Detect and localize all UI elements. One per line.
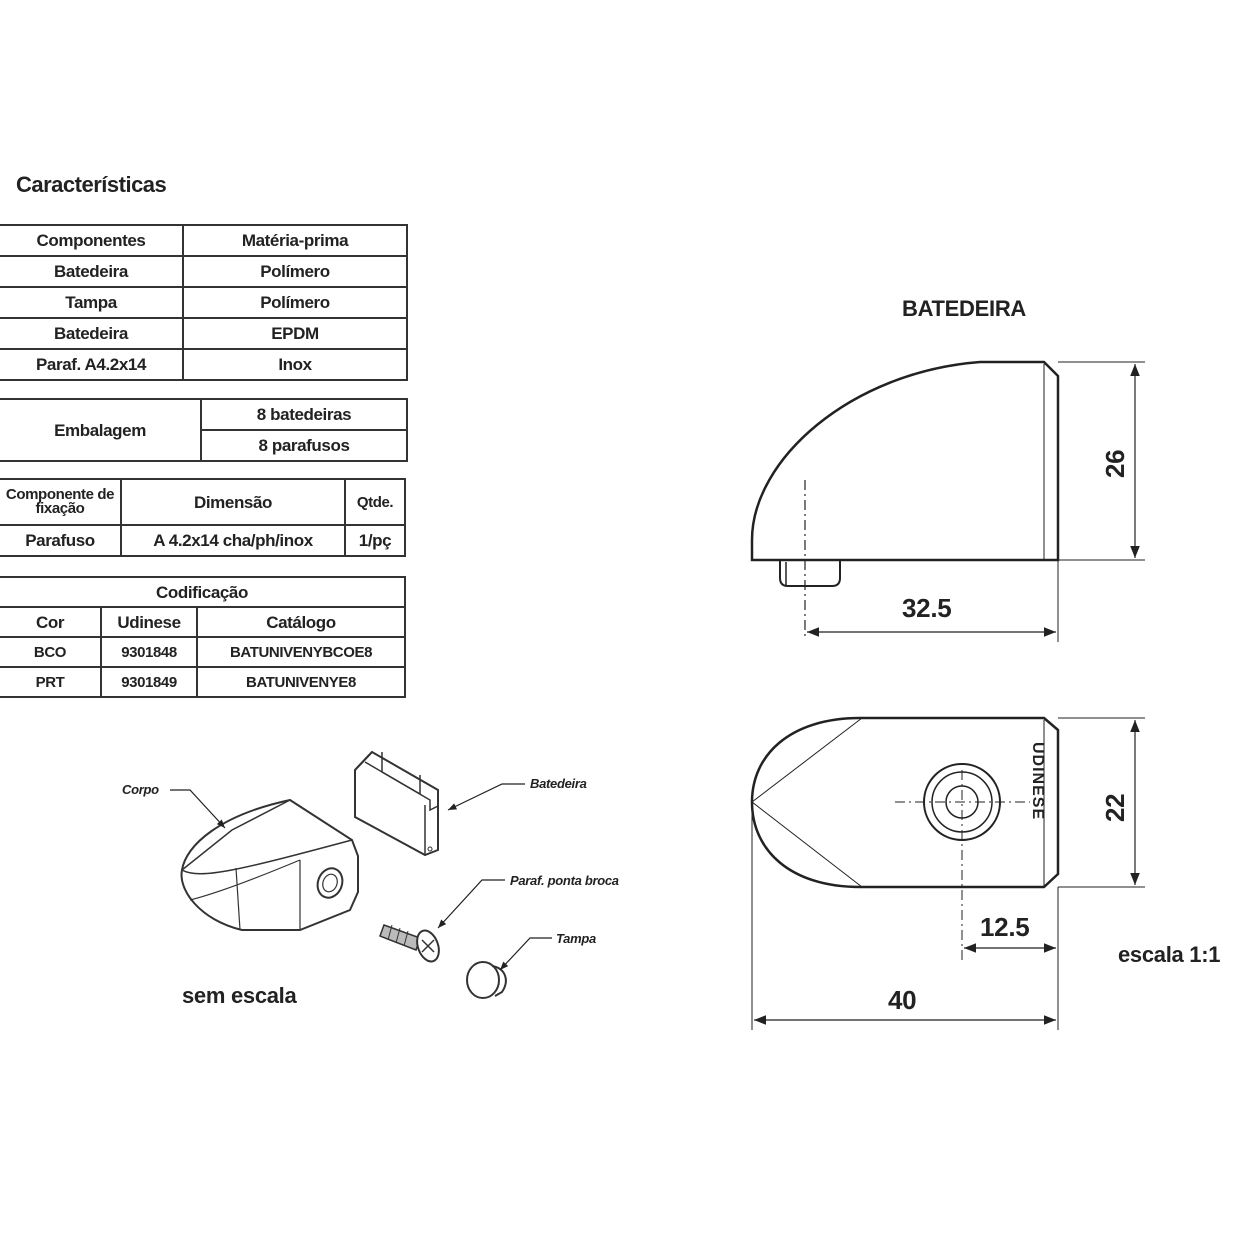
- dimension-height-side: 26: [1100, 449, 1130, 478]
- table-cell: Polímero: [182, 286, 408, 319]
- table-cell: 8 batedeiras: [200, 398, 408, 431]
- screw-part: [379, 924, 440, 963]
- no-scale-note: sem escala: [182, 983, 297, 1008]
- table-cell: PRT: [0, 666, 102, 698]
- drawing-title: BATEDEIRA: [902, 296, 1027, 321]
- dimension-hole-offset: 12.5: [980, 912, 1030, 942]
- label-corpo: Corpo: [122, 782, 159, 797]
- table-header-cell: Matéria-prima: [182, 224, 408, 257]
- table-header-row: Componente de fixação Dimensão Qtde.: [0, 478, 406, 526]
- table-cell: 8 parafusos: [200, 429, 408, 462]
- materials-table: Componentes Matéria-prima Batedeira Polí…: [0, 224, 408, 381]
- table-cell: 9301849: [100, 666, 198, 698]
- table-cell: Parafuso: [0, 524, 122, 557]
- table-cell: EPDM: [182, 317, 408, 350]
- side-view: [750, 360, 1145, 642]
- bumper-part: [354, 750, 439, 857]
- table-row: Embalagem 8 batedeiras: [0, 398, 408, 462]
- fixing-table: Componente de fixação Dimensão Qtde. Par…: [0, 478, 406, 557]
- scale-note: escala 1:1: [1118, 942, 1221, 967]
- table-header-cell: Dimensão: [120, 478, 346, 526]
- coding-table: Codificação Cor Udinese Catálogo BCO 930…: [0, 576, 406, 698]
- table-row: Tampa Polímero: [0, 286, 408, 319]
- table-cell: Batedeira: [0, 255, 184, 288]
- dimension-length-side: 32.5: [902, 593, 952, 623]
- table-header-row: Cor Udinese Catálogo: [0, 606, 406, 638]
- table-cell: Tampa: [0, 286, 184, 319]
- table-cell: 9301848: [100, 636, 198, 668]
- table-header-cell: Componentes: [0, 224, 184, 257]
- body-part: [180, 798, 359, 931]
- table-header-cell: Qtde.: [344, 478, 406, 526]
- table-header-row: Componentes Matéria-prima: [0, 224, 408, 257]
- coding-title: Codificação: [0, 576, 406, 608]
- dimension-height-top: 22: [1100, 793, 1130, 822]
- table-cell: BATUNIVENYBCOE8: [196, 636, 406, 668]
- top-view: [750, 716, 1145, 1030]
- dimension-length-total: 40: [888, 985, 917, 1015]
- label-parafuso: Paraf. ponta broca: [510, 873, 619, 888]
- cap-part: [466, 961, 507, 999]
- table-title-row: Codificação: [0, 576, 406, 608]
- packaging-table: Embalagem 8 batedeiras 8 parafusos: [0, 398, 408, 462]
- table-cell: A 4.2x14 cha/ph/inox: [120, 524, 346, 557]
- label-batedeira: Batedeira: [530, 776, 587, 791]
- table-cell: Polímero: [182, 255, 408, 288]
- table-row: Batedeira Polímero: [0, 255, 408, 288]
- table-cell: BATUNIVENYE8: [196, 666, 406, 698]
- brand-mark: UDINESE: [1029, 742, 1046, 821]
- table-row: Parafuso A 4.2x14 cha/ph/inox 1/pç: [0, 524, 406, 557]
- packaging-label: Embalagem: [0, 398, 202, 462]
- table-row: Paraf. A4.2x14 Inox: [0, 348, 408, 381]
- table-row: Batedeira EPDM: [0, 317, 408, 350]
- table-header-cell: Catálogo: [196, 606, 406, 638]
- table-cell: 1/pç: [344, 524, 406, 557]
- exploded-view: [170, 750, 552, 999]
- table-cell: BCO: [0, 636, 102, 668]
- table-cell: Inox: [182, 348, 408, 381]
- table-cell: Paraf. A4.2x14: [0, 348, 184, 381]
- label-tampa: Tampa: [556, 931, 596, 946]
- table-header-cell: Componente de fixação: [0, 478, 122, 526]
- table-row: BCO 9301848 BATUNIVENYBCOE8: [0, 636, 406, 668]
- table-cell: Batedeira: [0, 317, 184, 350]
- table-header-cell: Cor: [0, 606, 102, 638]
- table-row: 8 parafusos: [0, 429, 408, 462]
- table-row: PRT 9301849 BATUNIVENYE8: [0, 666, 406, 698]
- table-header-cell: Udinese: [100, 606, 198, 638]
- page-title: Características: [16, 172, 167, 197]
